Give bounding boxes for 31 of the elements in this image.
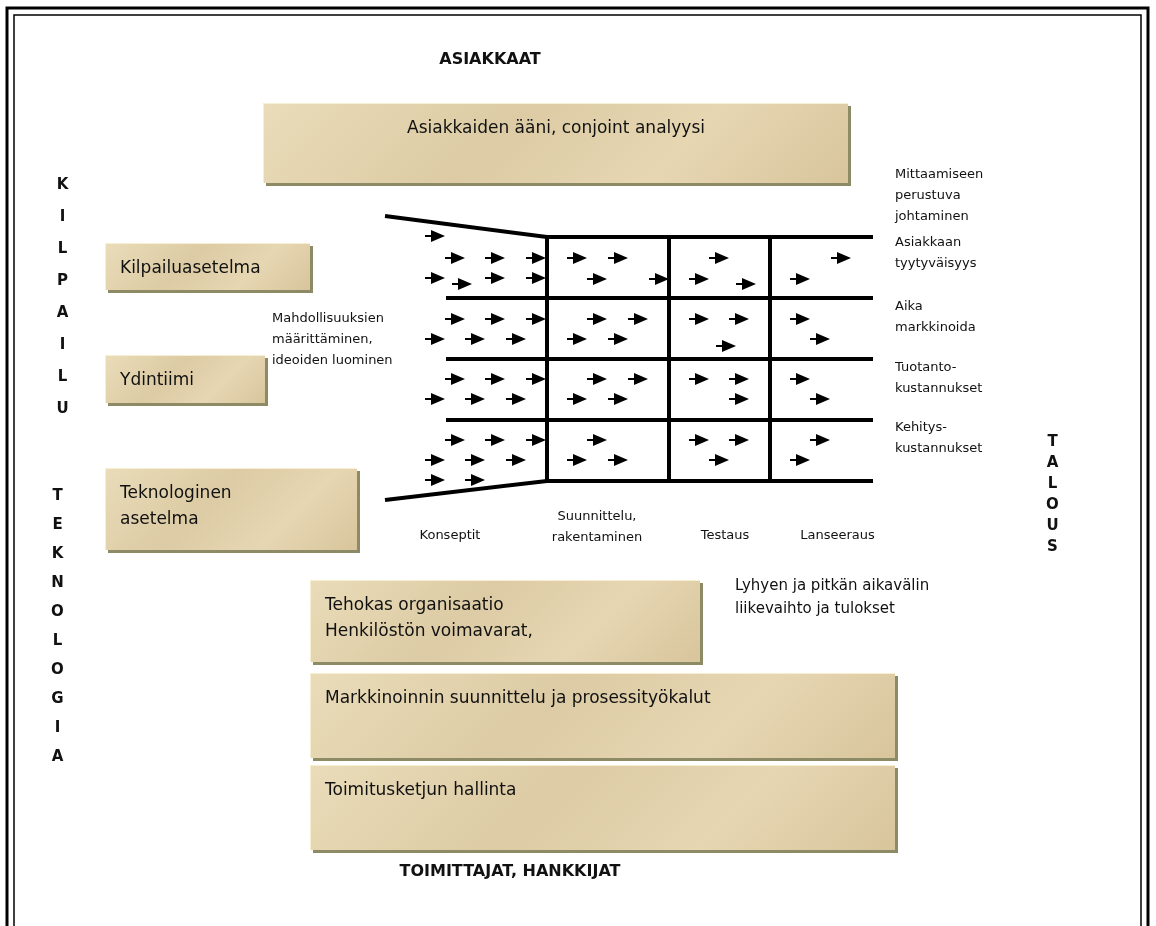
side-label: Aika markkinoida — [895, 297, 977, 336]
heading: ASIAKKAAT — [438, 48, 542, 69]
side-label: Tuotanto- kustannukset — [895, 358, 984, 397]
text-box — [310, 673, 895, 758]
vertical-heading: TEKNOLOGIA — [50, 485, 65, 767]
box-text: Henkilöstön voimavarat, — [325, 619, 534, 642]
heading: TOIMITTAJAT, HANKKIJAT — [398, 860, 622, 881]
box-text: Tehokas organisaatio — [325, 593, 505, 616]
side-label: Testaus — [699, 526, 751, 544]
vertical-heading: TALOUS — [1045, 431, 1060, 557]
box-text: Markkinoinnin suunnittelu ja prosessityökalut — [325, 686, 712, 709]
text-box — [105, 243, 310, 290]
side-label: Konseptit — [418, 526, 482, 544]
text-box — [310, 580, 700, 662]
box-text: Teknologinen asetelma — [120, 481, 233, 530]
side-label: Kehitys- kustannukset — [895, 418, 984, 457]
text-box — [310, 765, 895, 850]
box-text: Ydintiimi — [120, 368, 196, 391]
side-label: Mahdollisuuksien määrittäminen, ideoiden luominen — [272, 309, 394, 369]
box-text: Toimitusketjun hallinta — [325, 778, 518, 801]
side-label: Mittaamiseen perustuva johtaminen — [895, 165, 985, 225]
side-label: Asiakkaan tyytyväisyys — [895, 233, 978, 272]
vertical-heading: KILPAILU — [55, 174, 70, 419]
text-box — [105, 468, 357, 550]
side-label: Lanseeraus — [799, 526, 876, 544]
side-label: Suunnittelu, rakentaminen — [550, 507, 644, 546]
box-text: Kilpailuasetelma — [120, 256, 262, 279]
text-box — [263, 103, 848, 183]
text-box — [105, 355, 265, 403]
note-text: Lyhyen ja pitkän aikavälin liikevaihto ja tulokset — [735, 575, 931, 619]
box-text: Asiakkaiden ääni, conjoint analyysi — [406, 116, 706, 139]
